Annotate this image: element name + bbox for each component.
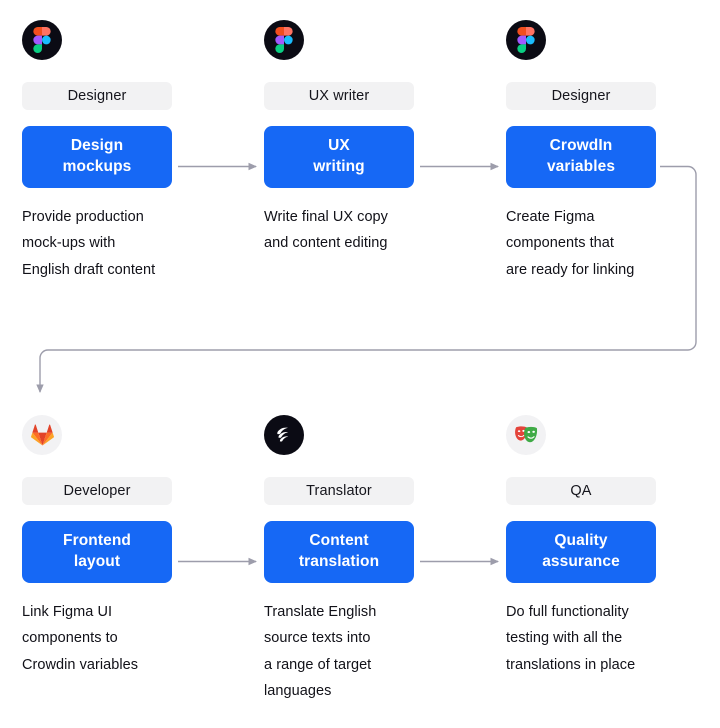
description-crowdin-variables: Create Figma components that are ready f… <box>506 209 635 278</box>
stage-quality-assurance: QA Quality assurance Do full functionali… <box>506 415 656 678</box>
description-quality-assurance: Do full functionality testing with all t… <box>506 604 636 673</box>
theater-masks-icon <box>506 415 546 455</box>
crowdin-icon <box>264 415 304 455</box>
task-box-frontend-layout[interactable]: Frontend layout <box>22 521 172 583</box>
stage-frontend-layout: Developer Frontend layout Link Figma UI … <box>22 415 172 678</box>
task-box-design-mockups[interactable]: Design mockups <box>22 126 172 188</box>
task-box-ux-writing[interactable]: UX writing <box>264 126 414 188</box>
task-box-label: Quality assurance <box>542 532 620 570</box>
task-box-label: CrowdIn variables <box>546 137 616 175</box>
stage-ux-writing: UX writer UX writing Write final UX copy… <box>264 20 414 257</box>
figma-icon <box>506 20 546 60</box>
role-pill-designer: Designer <box>22 82 172 110</box>
figma-icon <box>22 20 62 60</box>
task-box-content-translation[interactable]: Content translation <box>264 521 414 583</box>
stage-content-translation: Translator Content translation Translate… <box>264 415 414 705</box>
stage-design-mockups: Designer Design mockups Provide producti… <box>22 20 172 283</box>
role-pill-designer-2: Designer <box>506 82 656 110</box>
description-content-translation: Translate English source texts into a ra… <box>264 604 377 700</box>
task-box-label: Content translation <box>298 532 380 570</box>
task-box-label: Design mockups <box>62 137 132 175</box>
role-pill-ux-writer: UX writer <box>264 82 414 110</box>
figma-icon <box>264 20 304 60</box>
role-pill-developer: Developer <box>22 477 172 505</box>
role-pill-translator: Translator <box>264 477 414 505</box>
description-frontend-layout: Link Figma UI components to Crowdin vari… <box>22 604 139 673</box>
role-pill-qa: QA <box>506 477 656 505</box>
description-design-mockups: Provide production mock-ups with English… <box>22 209 156 278</box>
task-box-crowdin-variables[interactable]: CrowdIn variables <box>506 126 656 188</box>
task-box-label: UX writing <box>313 137 365 175</box>
task-box-label: Frontend layout <box>63 532 131 570</box>
task-box-quality-assurance[interactable]: Quality assurance <box>506 521 656 583</box>
stage-crowdin-variables: Designer CrowdIn variables Create Figma … <box>506 20 656 283</box>
gitlab-icon <box>22 415 62 455</box>
description-ux-writing: Write final UX copy and content editing <box>264 209 388 252</box>
